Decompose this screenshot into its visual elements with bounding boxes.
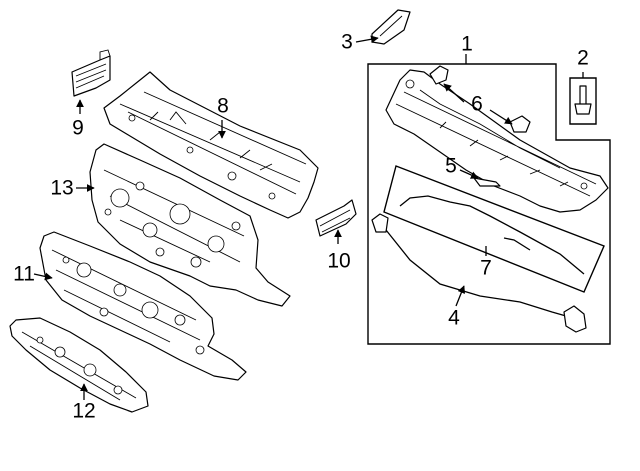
- leader-3: [355, 35, 379, 44]
- part-7-washer-hose[interactable]: [399, 195, 585, 275]
- callout-10: 10: [327, 250, 350, 273]
- part-2-bolt[interactable]: [569, 77, 597, 125]
- callout-7: 7: [480, 257, 492, 280]
- part-11-dash-insulator[interactable]: [39, 231, 247, 381]
- leader-6a: [443, 83, 465, 103]
- callout-4: 4: [448, 307, 460, 330]
- part-1-group-frame: [367, 63, 611, 345]
- part-8-cowl-top-panel[interactable]: [103, 71, 319, 219]
- callout-3: 3: [341, 31, 353, 54]
- callout-12: 12: [72, 400, 95, 423]
- callout-8: 8: [217, 95, 229, 118]
- part-4-hose[interactable]: [371, 213, 587, 333]
- part-1-cowl-grille[interactable]: [385, 69, 609, 213]
- callout-11: 11: [13, 263, 35, 286]
- callout-1: 1: [461, 33, 473, 56]
- callout-6: 6: [471, 93, 483, 116]
- part-13-dash-panel[interactable]: [89, 143, 291, 307]
- leader-11: [33, 272, 53, 281]
- part-9-bracket[interactable]: [71, 49, 111, 97]
- part-3-insulator[interactable]: [371, 9, 411, 45]
- callout-9: 9: [72, 117, 84, 140]
- callout-5: 5: [445, 155, 457, 178]
- leader-5: [459, 169, 479, 179]
- callout-2: 2: [577, 47, 589, 70]
- part-12-insulator[interactable]: [9, 317, 149, 413]
- leader-4: [455, 285, 466, 307]
- leader-6b: [489, 109, 513, 125]
- part-7-subgroup-frame: [383, 165, 605, 293]
- part-6-nozzle[interactable]: [429, 65, 531, 133]
- callout-13: 13: [50, 177, 73, 200]
- part-5-clip[interactable]: [473, 177, 501, 187]
- part-10-bracket[interactable]: [315, 199, 357, 237]
